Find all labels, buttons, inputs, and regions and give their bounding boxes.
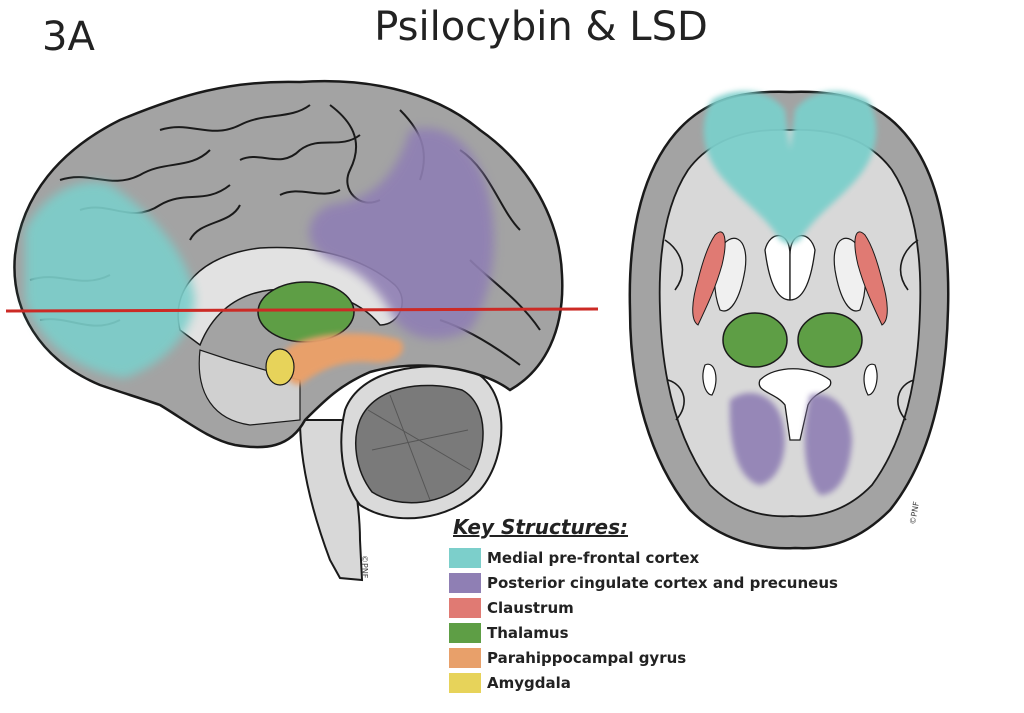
copyright-mark-sagittal: ©PNF (360, 555, 369, 579)
legend-swatch (449, 622, 481, 643)
axial-white-matter (658, 128, 922, 518)
region-medial-prefrontal-sagittal (25, 182, 195, 378)
region-claustrum-right (854, 231, 888, 326)
legend-swatch (449, 672, 481, 693)
legend-item: Amygdala (449, 670, 838, 695)
legend-swatch (449, 547, 481, 568)
legend-swatch (449, 647, 481, 668)
legend-label: Medial pre-frontal cortex (487, 548, 700, 567)
legend-item: Thalamus (449, 620, 838, 645)
sagittal-brain-view: ©PNF (5, 79, 599, 582)
legend-items: Medial pre-frontal cortex Posterior cing… (449, 545, 838, 695)
legend-item: Medial pre-frontal cortex (449, 545, 838, 570)
legend-swatch (449, 572, 481, 593)
region-posterior-cingulate-axial (729, 392, 852, 495)
region-parahippocampal-sagittal (283, 333, 404, 385)
legend-swatch (449, 597, 481, 618)
legend-item: Claustrum (449, 595, 838, 620)
copyright-mark-axial: ©PNF (908, 500, 921, 525)
frontal-horn-right (789, 234, 816, 301)
legend-label: Claustrum (487, 598, 574, 617)
region-claustrum-left (692, 231, 726, 326)
legend-label: Posterior cingulate cortex and precuneus (487, 573, 838, 592)
legend-label: Parahippocampal gyrus (487, 648, 687, 667)
legend-item: Posterior cingulate cortex and precuneus (449, 570, 838, 595)
region-thalamus-axial-right (797, 312, 863, 368)
figure-label: 3A (42, 14, 95, 60)
legend-label: Amygdala (487, 673, 571, 692)
legend-item: Parahippocampal gyrus (449, 645, 838, 670)
region-posterior-cingulate-sagittal (309, 128, 494, 339)
axial-brain-view: ©PNF (628, 90, 950, 550)
cerebellum (340, 365, 503, 520)
legend: Key Structures: Medial pre-frontal corte… (449, 515, 838, 695)
figure-title: Psilocybin & LSD (374, 4, 708, 50)
posterior-ventricle (758, 368, 832, 441)
region-thalamus-sagittal (257, 281, 355, 343)
axial-section-line (5, 307, 599, 313)
legend-label: Thalamus (487, 623, 569, 642)
region-medial-prefrontal-axial (703, 91, 877, 245)
region-thalamus-axial-left (722, 312, 788, 368)
region-amygdala-sagittal (265, 348, 295, 386)
legend-title: Key Structures: (453, 515, 629, 539)
